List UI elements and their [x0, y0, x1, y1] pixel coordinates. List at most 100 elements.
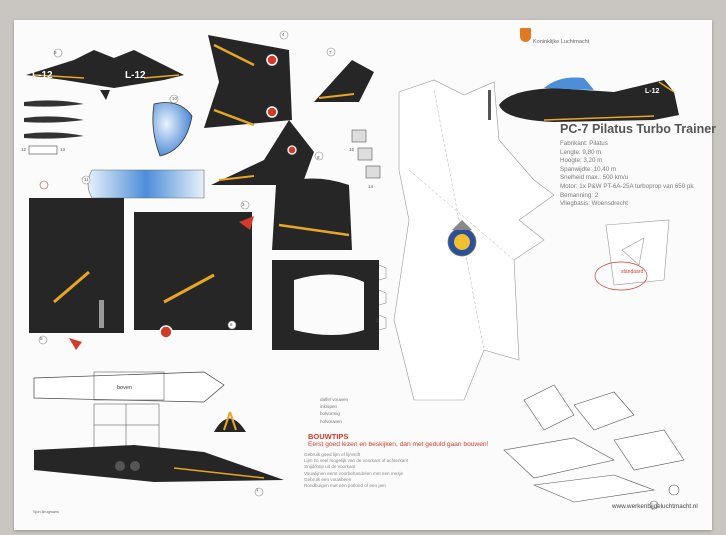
tailplane-stripe	[33, 74, 85, 79]
exhaust-right	[130, 461, 140, 471]
part-number-label: 1	[256, 487, 259, 492]
fuselage-side-right-stripe	[163, 273, 215, 304]
part-number-1	[254, 487, 264, 497]
tip-item: Snijd/knip uit de voorkant	[304, 464, 356, 470]
nose-cone-stripe-2	[229, 411, 237, 431]
stand-triangle	[621, 237, 645, 266]
fuselage-center-part	[272, 178, 352, 250]
part-number-label: 8	[317, 155, 320, 160]
boven-label: boven	[117, 385, 132, 391]
tail-code-aircraft: L-12	[645, 88, 660, 95]
aircraft-title: PC-7 Pilatus Turbo Trainer	[560, 122, 717, 136]
legend-item: dalfel vouwen	[320, 397, 349, 402]
assembly-diagram	[503, 384, 685, 510]
canopy-strip-part	[87, 169, 205, 199]
part-number-label: 7	[329, 50, 332, 55]
frame-tabs	[378, 264, 387, 331]
fuselage-side-left-stripe	[53, 270, 90, 304]
propeller-blades	[24, 100, 84, 155]
wing-part-6	[211, 120, 314, 185]
part-number-label: 15	[349, 147, 355, 152]
fuselage-side-right	[134, 212, 252, 330]
fuselage-side-left-grey	[99, 300, 104, 328]
part-number-label: 6	[230, 322, 233, 327]
website-link[interactable]: www.werkenbijdeluchtmacht.nl	[612, 503, 698, 510]
frame-part	[272, 260, 379, 350]
roundel-fuselage	[159, 325, 173, 339]
org-name: Koninklijke Luchtmacht	[533, 39, 590, 45]
standard-label: standaard	[621, 269, 644, 275]
tail-code-left: L-12	[32, 70, 53, 81]
canopy-dome-part	[152, 102, 193, 157]
fold-legend: dalfel vouwen inknipen bolvormig holvouw…	[320, 396, 348, 425]
instructions-list: Gebruik goed lijm of lijmstift Lijm zo v…	[304, 452, 408, 489]
part-number-label: 9	[54, 50, 57, 55]
wing-part-4	[204, 35, 292, 128]
part-number-label: 12	[21, 147, 27, 152]
fuselage-bottom-stripe	[173, 467, 265, 479]
tail-fin-part	[100, 90, 110, 100]
squadron-badge	[447, 220, 477, 257]
cutout-parts	[24, 30, 685, 510]
tip-item: Gebruik een vouwbeen	[304, 476, 352, 482]
fuselage-top-template	[33, 371, 225, 403]
nose-cone-stripe	[223, 411, 231, 431]
spec-crew: Bemanning: 2	[560, 191, 599, 199]
wing4-stripe-2	[213, 108, 255, 127]
boven-panel	[93, 371, 165, 401]
part-number-label: 3	[242, 202, 245, 207]
spec-engine: Motor: 1x P&W PT-6A-25A turboprop van 65…	[560, 182, 694, 190]
roundel-wing6	[287, 145, 297, 155]
exhaust-left	[115, 461, 125, 471]
part-number-10	[169, 94, 179, 104]
designer-credit: Sjon Brugmans	[33, 510, 59, 514]
spec-manufacturer: Fabrikant: Pilatus	[560, 140, 608, 147]
legend-item: bolvormig	[320, 411, 340, 417]
tailplane-stripe-2	[143, 74, 180, 79]
part-number-label: 13	[60, 147, 66, 152]
legend-item: holvouwen	[320, 418, 342, 424]
roundel-wing4-b	[266, 106, 278, 118]
spec-height: Hoogte: 3,20 m	[560, 157, 603, 165]
stand-highlight	[594, 261, 648, 291]
part-number-3	[240, 200, 250, 210]
part-number-label: 14	[368, 184, 374, 189]
tip-item: Vouwlijnen eerst voorbehandelen met een …	[304, 470, 404, 476]
part-number-8	[314, 151, 324, 161]
spec-list: Fabrikant: Pilatus Lengte: 9,80 m Hoogte…	[560, 140, 693, 209]
fuselage-side-left	[29, 198, 124, 333]
stand-template	[605, 219, 670, 286]
part-number-7	[326, 47, 336, 57]
spec-length: Lengte: 9,80 m	[560, 148, 602, 156]
roundel-wing4	[266, 54, 278, 66]
part-number-label: 10	[172, 96, 178, 101]
wing7-stripe	[318, 93, 355, 99]
wing-part-7	[314, 60, 374, 102]
part-number-11	[81, 175, 91, 185]
tip-item: Gebruik goed lijm of lijmstift	[304, 452, 361, 457]
instructions-heading: BOUWTIPS	[308, 432, 349, 441]
tip-item: Lijm zo veel mogelijk van de voorkant of…	[304, 458, 409, 464]
template-fold-2	[433, 89, 485, 351]
small-parts-14-15	[351, 129, 381, 179]
template-fold	[408, 169, 515, 261]
air-force-logo	[520, 28, 531, 42]
legend-item: inknipen	[320, 404, 338, 410]
part-number-r	[39, 180, 49, 190]
part-number-label: 2	[376, 318, 379, 323]
part-number-6	[227, 320, 237, 330]
wing4-stripe	[213, 43, 255, 67]
tail-code-right: L-12	[125, 70, 146, 81]
fuselage-stripe	[278, 223, 350, 237]
part-number-5	[38, 335, 48, 345]
fuselage-grid	[93, 403, 160, 450]
nose-cone-part	[214, 418, 246, 432]
part-number-label: 5	[40, 336, 43, 341]
part-number-label: 11	[84, 177, 89, 182]
spec-wingspan: Spanwijdte: 10,40 m	[560, 165, 617, 173]
part-number-label: 4	[282, 32, 285, 37]
red-arrow	[239, 216, 254, 230]
instructions-intro: Eerst goed lezen en beskijken, dan met g…	[308, 441, 489, 448]
part-number-4	[279, 30, 289, 40]
spec-speed: Snelheid max.: 500 km/u	[560, 174, 629, 182]
